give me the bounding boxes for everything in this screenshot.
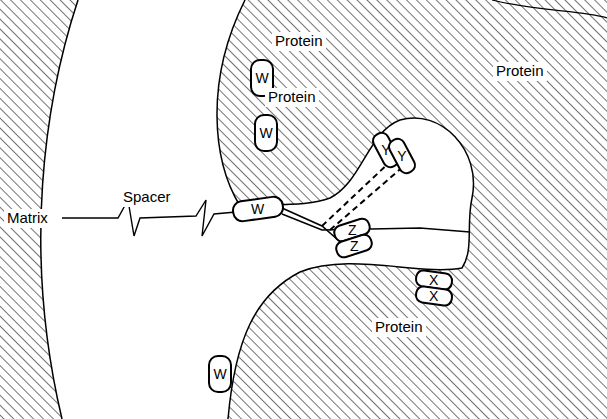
site-letter: W (251, 202, 264, 216)
protein-label: Protein (493, 62, 547, 81)
protein-label: Protein (265, 88, 319, 107)
binding-site: W (208, 355, 232, 393)
protein-region (217, 0, 607, 419)
matrix-region (0, 0, 78, 419)
site-letter: X (429, 289, 438, 303)
site-letter: W (213, 367, 226, 381)
site-letter: Y (397, 149, 406, 163)
site-letter: Z (350, 239, 359, 253)
ligand-chain (282, 214, 470, 232)
protein-label: Protein (272, 32, 326, 51)
protein-label: Protein (372, 318, 426, 337)
binding-site: W (254, 114, 278, 152)
spacer-label: Spacer (120, 188, 174, 207)
ligand-chain (282, 208, 338, 240)
site-letter: W (255, 71, 268, 85)
protein-outline (217, 0, 473, 419)
site-letter: W (259, 126, 272, 140)
matrix-label: Matrix (4, 209, 51, 228)
site-letter: X (429, 273, 438, 287)
site-letter: Z (348, 223, 357, 237)
